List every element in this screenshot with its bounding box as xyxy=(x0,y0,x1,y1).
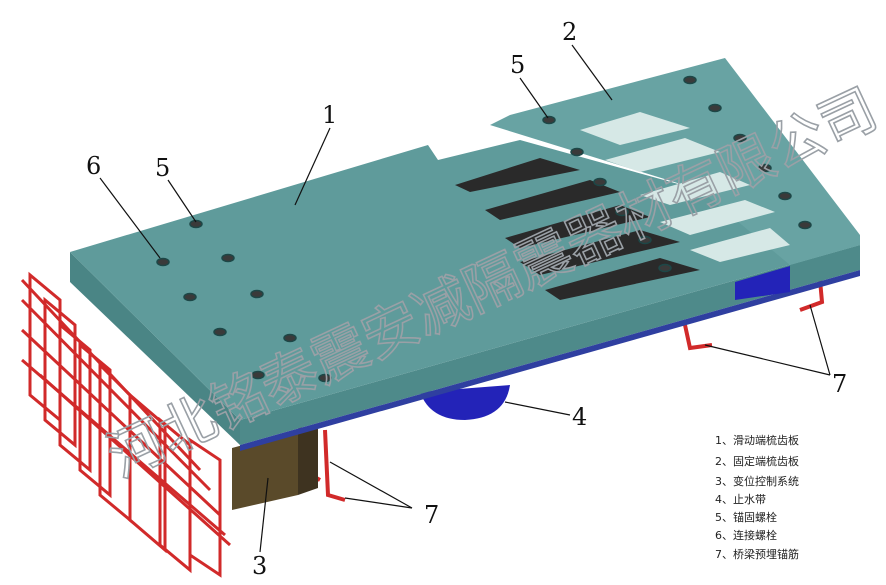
left-rebar-cage xyxy=(20,271,232,578)
legend-item-1: 1、滑动端梳齿板 xyxy=(715,433,799,447)
legend-item-6: 6、连接螺栓 xyxy=(715,528,777,542)
callout-6: 6 xyxy=(86,152,101,180)
callout-7-right: 7 xyxy=(832,370,847,398)
callout-leaders xyxy=(99,44,831,553)
plate-bottom-edge xyxy=(240,270,860,451)
callout-5-left: 5 xyxy=(155,154,170,182)
legend-item-3: 3、变位控制系统 xyxy=(715,474,799,488)
comb-teeth-slots xyxy=(455,112,790,300)
legend-item-4: 4、止水带 xyxy=(715,493,766,506)
legend: 1、滑动端梳齿板 2、固定端梳齿板 3、变位控制系统 4、止水带 5、锚固螺栓 … xyxy=(715,433,799,561)
sliding-plate-side xyxy=(70,252,240,445)
displacement-control-block xyxy=(232,425,318,510)
legend-item-2: 2、固定端梳齿板 xyxy=(715,454,799,468)
callout-1: 1 xyxy=(322,101,337,129)
callout-3: 3 xyxy=(252,552,267,580)
anchor-bolts xyxy=(156,75,812,383)
callout-4: 4 xyxy=(572,403,587,431)
legend-item-5: 5、锚固螺栓 xyxy=(715,510,777,524)
callout-7-bottom: 7 xyxy=(424,501,439,529)
sliding-comb-plate xyxy=(70,140,860,420)
sliding-plate-front xyxy=(240,245,860,445)
callout-2: 2 xyxy=(562,18,577,46)
callout-5-right: 5 xyxy=(510,51,525,79)
legend-item-7: 7、桥梁预埋锚筋 xyxy=(715,547,799,561)
